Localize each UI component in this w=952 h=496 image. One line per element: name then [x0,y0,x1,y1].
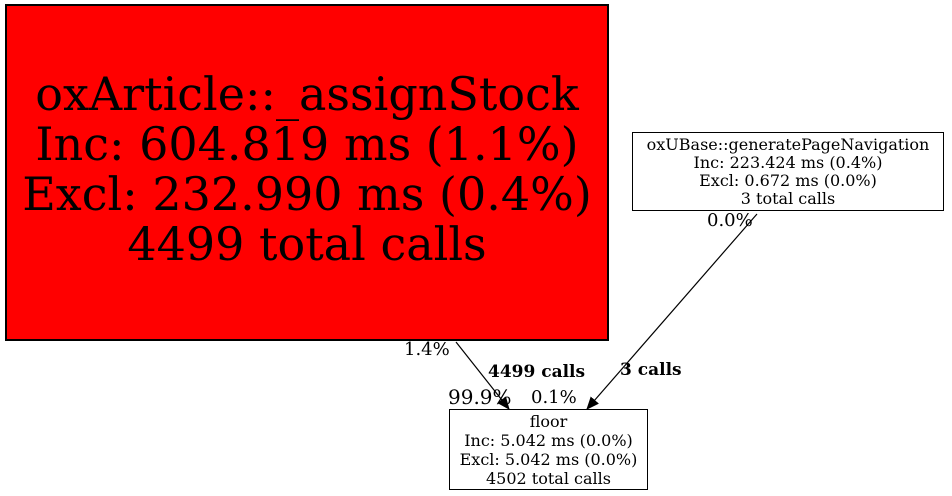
node-total-calls: 3 total calls [740,188,836,208]
node-inclusive-time: Inc: 223.424 ms (0.4%) [693,152,883,172]
node-inclusive-time: Inc: 5.042 ms (0.0%) [464,430,633,450]
node-title: oxArticle::_assignStock [35,66,579,121]
edge-label-call-count-assignstock-floor: 4499 calls [488,362,586,382]
node-total-calls: 4502 total calls [486,468,611,488]
node-title: floor [529,411,568,431]
node-inclusive-time: Inc: 604.819 ms (1.1%) [35,116,579,171]
edge-label-call-count-generatepagenavigation-floor: 3 calls [620,360,682,380]
edge-label-caller-percent-generatepagenavigation: 0.0% [707,210,753,231]
node-total-calls: 4499 total calls [127,216,487,271]
node-floor: floor Inc: 5.042 ms (0.0%) Excl: 5.042 m… [449,409,648,490]
node-exclusive-time: Excl: 5.042 ms (0.0%) [459,449,638,469]
node-title: oxUBase::generatePageNavigation [646,134,930,154]
edge-label-caller-percent-assignstock: 1.4% [404,339,450,360]
node-oxarticle-assignstock: oxArticle::_assignStock Inc: 604.819 ms … [5,4,609,341]
node-exclusive-time: Excl: 232.990 ms (0.4%) [22,166,592,221]
edge-label-callee-percent-assignstock-floor: 99.9% [448,385,512,409]
node-exclusive-time: Excl: 0.672 ms (0.0%) [699,170,877,190]
edge-label-callee-percent-generatepagenavigation-floor: 0.1% [531,387,577,408]
node-oxubase-generatepagenavigation: oxUBase::generatePageNavigation Inc: 223… [632,132,944,211]
